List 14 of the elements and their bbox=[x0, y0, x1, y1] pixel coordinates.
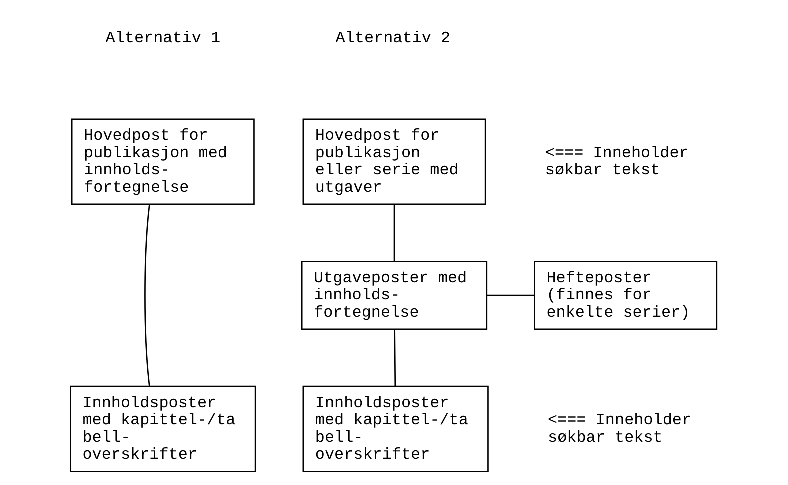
label: Alternativ 2 bbox=[335, 28, 450, 47]
connector bbox=[393, 204, 395, 261]
label: Alternativ 1 bbox=[105, 28, 220, 47]
label: <=== Inneholder søkbar tekst bbox=[548, 411, 692, 446]
node-box: Hovedpost for publikasjon eller serie med utgaver bbox=[302, 118, 486, 205]
connector bbox=[394, 329, 396, 386]
node-box: Utgaveposter med innholds- fortegnelse bbox=[300, 260, 488, 330]
node-box: Hefteposter (finnes for enkelte serier) bbox=[534, 260, 718, 330]
node-box: Innholdsposter med kapittel-/tabell- overskrifter bbox=[302, 385, 488, 472]
node-box: Hovedpost for publikasjon med innholds- fortegnelse bbox=[70, 118, 254, 205]
connector bbox=[144, 204, 150, 386]
connector bbox=[486, 294, 534, 296]
node-box: Innholdsposter med kapittel-/tabell- overskrifter bbox=[70, 385, 256, 472]
label: <=== Inneholder søkbar tekst bbox=[544, 144, 688, 180]
